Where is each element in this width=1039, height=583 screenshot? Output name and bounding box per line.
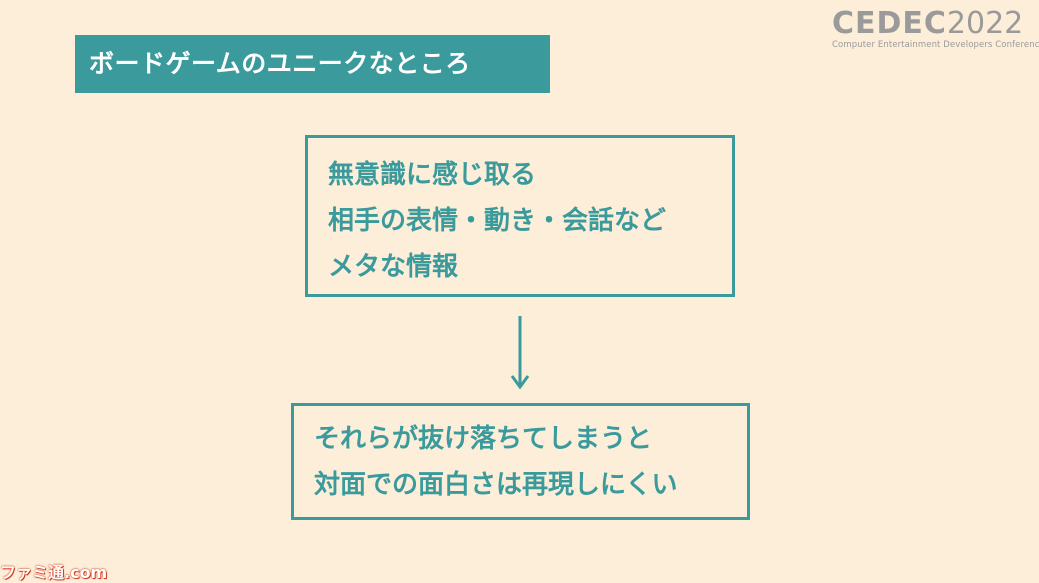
- arrow-down-icon: [510, 316, 530, 390]
- cedec-logo-wordmark: CEDEC2022: [832, 8, 1027, 40]
- info-box-top: 無意識に感じ取る 相手の表情・動き・会話など メタな情報: [305, 135, 735, 297]
- info-box-bottom-line-1: それらが抜け落ちてしまうと: [314, 424, 653, 454]
- cedec-logo-brand: CEDEC: [832, 6, 947, 41]
- cedec-logo-tagline: Computer Entertainment Developers Confer…: [832, 40, 1039, 50]
- info-box-top-line-3: メタな情報: [328, 252, 459, 282]
- slide-title: ボードゲームのユニークなところ: [75, 35, 550, 93]
- cedec-logo: CEDEC2022 Computer Entertainment Develop…: [832, 8, 1039, 51]
- cedec-logo-year: 2022: [946, 6, 1024, 41]
- famitsu-watermark: ファミ通.com: [0, 563, 108, 582]
- info-box-top-line-1: 無意識に感じ取る: [328, 160, 537, 190]
- info-box-bottom: それらが抜け落ちてしまうと 対面での面白さは再現しにくい: [291, 403, 750, 520]
- info-box-bottom-line-2: 対面での面白さは再現しにくい: [314, 470, 678, 500]
- info-box-top-line-2: 相手の表情・動き・会話など: [328, 206, 667, 236]
